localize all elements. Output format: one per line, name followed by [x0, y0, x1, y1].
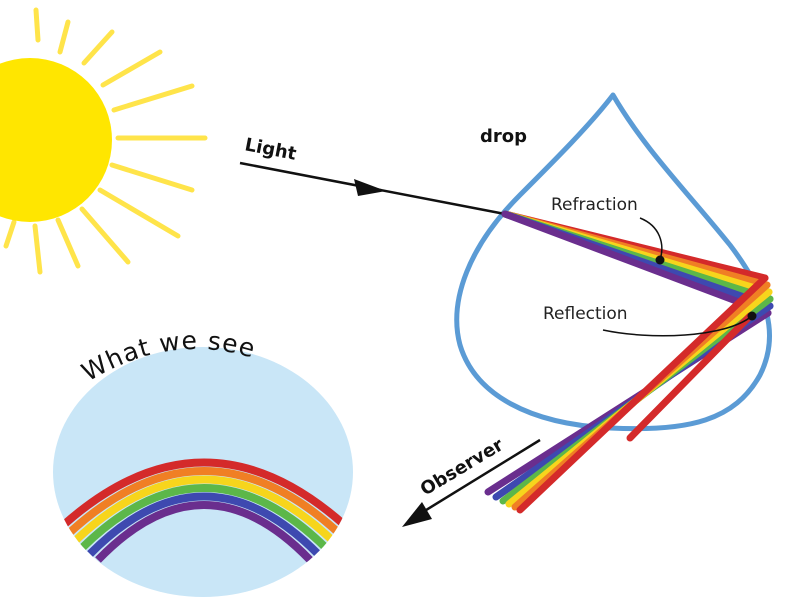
reflection-label: Reflection: [543, 304, 628, 324]
light-ray: [239, 161, 506, 216]
refraction-point: [655, 255, 665, 265]
refracted-beam: [501, 210, 774, 317]
observer-view: What we see: [53, 326, 353, 597]
observer-arrow-head: [402, 502, 432, 527]
sun-icon: [0, 7, 208, 275]
reflection-annotation: Reflection: [543, 304, 757, 337]
sun-disc: [0, 58, 112, 222]
refraction-annotation: Refraction: [551, 195, 665, 265]
drop-label: drop: [480, 126, 527, 147]
reflection-pointer: [602, 315, 753, 337]
observer-arrow-line: [417, 438, 541, 517]
light-arrow-head: [354, 179, 386, 196]
refraction-label: Refraction: [551, 195, 638, 215]
light-label-text: Light: [243, 134, 298, 165]
rainbow-arc: [55, 458, 353, 563]
reflection-point: [747, 311, 757, 321]
reflected-beam: [484, 274, 774, 514]
sun-rays: [3, 7, 208, 275]
light-label: Light: [243, 134, 298, 165]
